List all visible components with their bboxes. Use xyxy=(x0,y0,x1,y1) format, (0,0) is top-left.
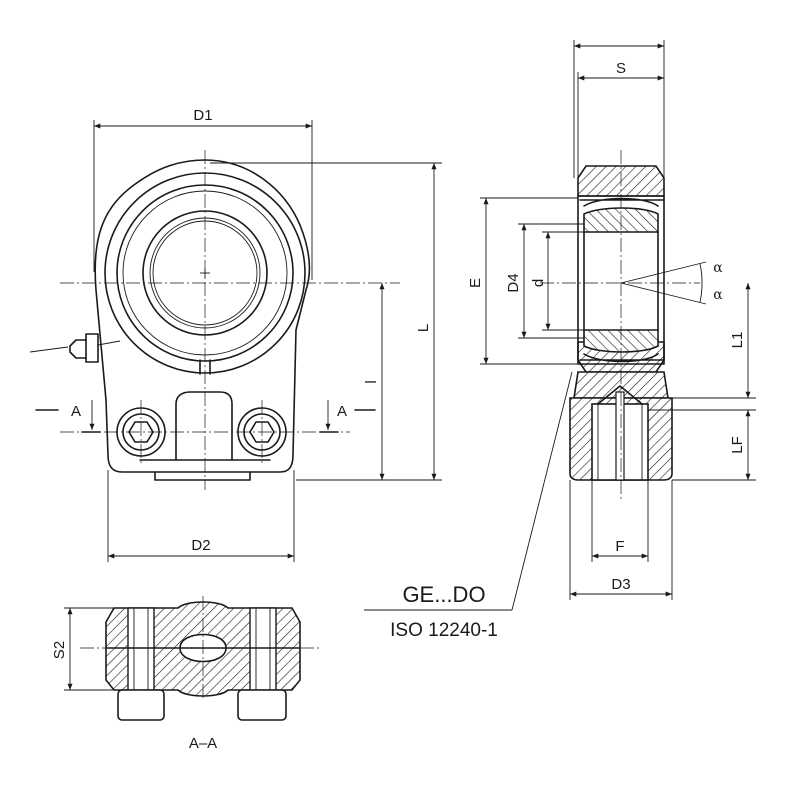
section-bolt-hole-left xyxy=(127,607,155,691)
label-A-left: A xyxy=(71,403,81,420)
housing-outline xyxy=(94,159,311,473)
label-F: F xyxy=(615,538,624,555)
label-S: S xyxy=(616,60,626,77)
section-bolt-head-left xyxy=(117,689,165,721)
race-profile-bottom xyxy=(579,353,665,363)
section-bolt-head-right xyxy=(237,689,287,721)
slot-notch xyxy=(199,359,211,375)
bore-lines xyxy=(583,231,659,331)
label-LF: LF xyxy=(729,436,746,454)
label-D4: D4 xyxy=(505,273,522,292)
label-L1: L1 xyxy=(729,332,746,349)
clamp-slit xyxy=(615,391,625,481)
thread-lines xyxy=(597,404,643,480)
section-bolt-hole-right xyxy=(249,607,277,691)
label-L: L xyxy=(415,324,432,332)
side-section-view: α α S E D4 d L1 LF xyxy=(364,40,756,611)
label-D1: D1 xyxy=(193,107,212,124)
clamp-slot xyxy=(175,391,233,461)
inner-ring-bottom xyxy=(583,329,659,353)
label-section-A-A: A–A xyxy=(189,735,217,752)
label-D2: D2 xyxy=(191,537,210,554)
drill-point xyxy=(597,385,643,405)
race-profile-top xyxy=(579,197,665,207)
label-D3: D3 xyxy=(611,576,630,593)
label-l: l xyxy=(363,380,380,383)
standard-reference: ISO 12240-1 xyxy=(390,620,498,641)
grease-nipple xyxy=(29,333,121,363)
label-A-right: A xyxy=(337,403,347,420)
front-view: D1 D2 L l A A xyxy=(29,107,442,562)
label-d: d xyxy=(530,279,547,287)
base-plate xyxy=(154,471,251,481)
label-S2: S2 xyxy=(51,641,68,659)
section-A-A-view: S2 A–A xyxy=(51,596,320,752)
label-alpha-bottom: α xyxy=(713,287,723,303)
product-designation: GE...DO xyxy=(402,582,485,607)
label-alpha-top: α xyxy=(713,260,723,276)
label-E: E xyxy=(467,278,484,288)
